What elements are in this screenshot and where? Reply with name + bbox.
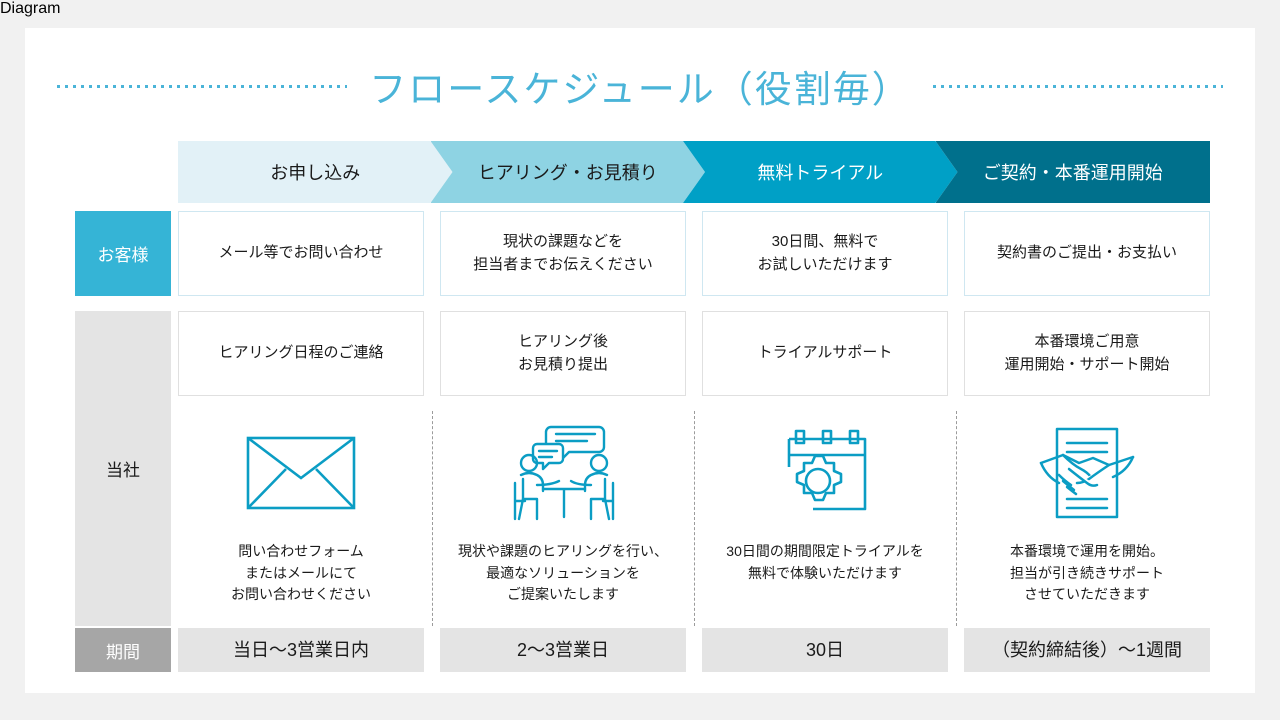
phase-step-2[interactable]: ヒアリング・お見積り: [431, 141, 706, 203]
row-label-customer: お客様: [75, 211, 171, 296]
customer-cell-2-text: 現状の課題などを担当者までお伝えください: [473, 233, 653, 273]
meeting-icon: [507, 419, 619, 527]
row-label-period-text: 期間: [106, 642, 140, 662]
company-cell-1: ヒアリング日程のご連絡: [178, 311, 424, 396]
phase-step-4[interactable]: ご契約・本番運用開始: [935, 141, 1210, 203]
phase-step-2-shape: [431, 141, 706, 203]
phase-step-1-shape: [178, 141, 453, 203]
row-label-company-text: 当社: [106, 461, 140, 480]
period-cell-4-text: （契約締結後）〜1週間: [991, 639, 1182, 660]
company-icon-row: 問い合わせフォームまたはメールにてお問い合わせください: [178, 411, 1210, 626]
page-title: フロースケジュール（役割毎）: [25, 56, 1255, 116]
customer-cell-1-text: メール等でお問い合わせ: [218, 244, 384, 262]
row-label-company: 当社: [75, 311, 171, 626]
calendar-gear-icon: [773, 419, 877, 527]
customer-cell-4-text: 契約書のご提出・お支払い: [996, 244, 1177, 262]
icon-cell-3: 30日間の期間限定トライアルを無料で体験いただけます: [702, 411, 957, 626]
phase-step-1-label: お申し込み: [270, 163, 361, 183]
company-row: ヒアリング日程のご連絡 ヒアリング後お見積り提出 トライアルサポート 本番環境ご…: [178, 311, 1210, 396]
page-title-text: フロースケジュール（役割毎）: [369, 69, 911, 110]
handshake-document-icon: [1035, 419, 1139, 527]
row-label-customer-text: お客様: [97, 246, 149, 265]
phase-step-1[interactable]: お申し込み: [178, 141, 453, 203]
customer-cell-1: メール等でお問い合わせ: [178, 211, 424, 296]
icon-caption-3: 30日間の期間限定トライアルを無料で体験いただけます: [726, 543, 924, 581]
company-cell-4-text: 本番環境ご用意運用開始・サポート開始: [1004, 333, 1170, 373]
phase-header-band: お申し込み ヒアリング・お見積り 無料トライアル ご契約・本番運用開始: [178, 141, 1210, 203]
period-cell-3: 30日: [702, 628, 948, 672]
company-cell-3: トライアルサポート: [702, 311, 948, 396]
envelope-icon: [245, 419, 357, 527]
company-cell-3-text: トライアルサポート: [757, 344, 893, 362]
customer-row: メール等でお問い合わせ 現状の課題などを担当者までお伝えください 30日間、無料…: [178, 211, 1210, 296]
flow-grid: お申し込み ヒアリング・お見積り 無料トライアル ご契約・本番運用開始 お客様 …: [25, 28, 1255, 693]
icon-caption-1: 問い合わせフォームまたはメールにてお問い合わせください: [231, 543, 371, 603]
period-cell-2-text: 2〜3営業日: [516, 639, 610, 660]
customer-cell-3-text: 30日間、無料でお試しいただけます: [757, 233, 893, 273]
icon-cell-2: 現状や課題のヒアリングを行い、最適なソリューションをご提案いたします: [440, 411, 695, 626]
period-cell-4: （契約締結後）〜1週間: [964, 628, 1210, 672]
title-dotted-rule-left: [57, 84, 348, 88]
period-cell-3-text: 30日: [805, 639, 845, 660]
customer-cell-2: 現状の課題などを担当者までお伝えください: [440, 211, 686, 296]
company-cell-2-text: ヒアリング後お見積り提出: [517, 333, 608, 373]
phase-step-2-label: ヒアリング・お見積り: [477, 163, 658, 183]
period-cell-1: 当日〜3営業日内: [178, 628, 424, 672]
slide-card: フロースケジュール（役割毎） お申し込み ヒアリング・お見積り 無料トライアル …: [25, 28, 1255, 693]
period-cell-1-text: 当日〜3営業日内: [232, 639, 369, 660]
phase-step-3[interactable]: 無料トライアル: [683, 141, 958, 203]
customer-cell-4: 契約書のご提出・お支払い: [964, 211, 1210, 296]
period-cell-2: 2〜3営業日: [440, 628, 686, 672]
phase-step-4-label: ご契約・本番運用開始: [982, 163, 1163, 183]
icon-cell-1: 問い合わせフォームまたはメールにてお問い合わせください: [178, 411, 433, 626]
phase-step-4-shape: [935, 141, 1210, 203]
row-label-period: 期間: [75, 628, 171, 672]
company-cell-4: 本番環境ご用意運用開始・サポート開始: [964, 311, 1210, 396]
phase-step-3-label: 無料トライアル: [757, 163, 884, 183]
customer-cell-3: 30日間、無料でお試しいただけます: [702, 211, 948, 296]
icon-cell-4: 本番環境で運用を開始。担当が引き続きサポートさせていただきます: [964, 411, 1210, 626]
company-cell-2: ヒアリング後お見積り提出: [440, 311, 686, 396]
icon-caption-2: 現状や課題のヒアリングを行い、最適なソリューションをご提案いたします: [458, 543, 668, 603]
icon-caption-4: 本番環境で運用を開始。担当が引き続きサポートさせていただきます: [1010, 543, 1164, 603]
phase-step-3-shape: [683, 141, 958, 203]
period-row: 当日〜3営業日内 2〜3営業日 30日 （契約締結後）〜1週間: [178, 628, 1210, 672]
title-dotted-rule-right: [932, 84, 1223, 88]
company-cell-1-text: ヒアリング日程のご連絡: [218, 344, 384, 362]
